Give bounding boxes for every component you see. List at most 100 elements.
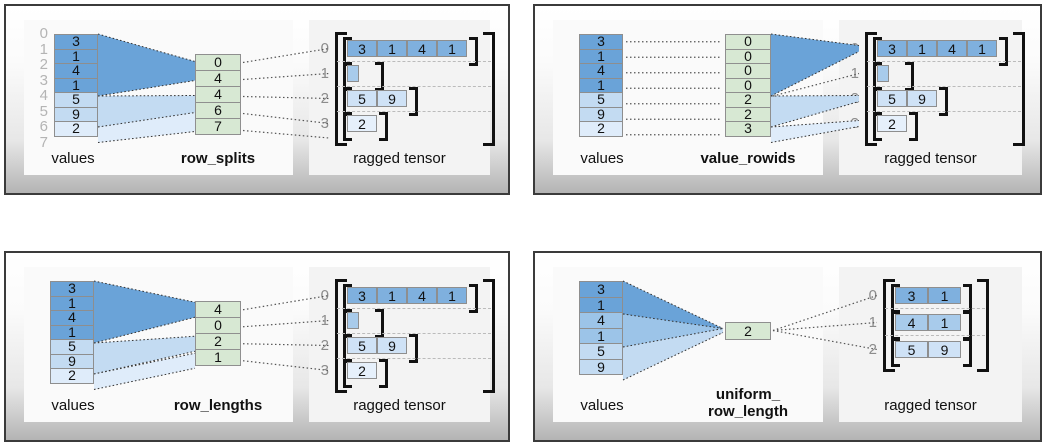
value-cell: 5 [579,343,623,360]
row-close-bracket [375,62,384,91]
row-close-bracket [379,112,388,141]
tensor-row-index: 1 [850,65,859,82]
tensor-open-bracket-value-rowids [865,32,877,146]
tensor-empty-cell [347,65,359,82]
partition-cell: 4 [195,301,241,319]
value-cell: 9 [579,358,623,375]
value-cell: 2 [579,120,623,137]
tensor-empty-cell [347,312,359,329]
value-cell: 1 [579,296,623,313]
tensor-cell: 4 [895,314,928,331]
partition-label-row-lengths: row_lengths [173,397,263,414]
row-separator [867,111,1021,112]
tensor-close-bracket-row-splits [483,32,495,146]
tensor-cell: 5 [895,341,928,358]
values-label-row-splits: values [51,150,95,167]
tensor-cell: 1 [377,287,407,304]
tensor-empty-cell [877,65,889,82]
partition-cell: 4 [195,86,241,103]
tensor-row-index: 1 [320,312,329,329]
row-separator [885,308,985,309]
row-separator [337,61,491,62]
tensor-label-row-splits: ragged tensor [353,150,446,167]
row-open-bracket [891,338,900,367]
tensor-row-index: 0 [850,40,859,57]
row-close-bracket [375,309,384,338]
tensor-cell: 9 [928,341,961,358]
value-index-label: 3 [39,71,48,89]
tensor-cell: 1 [437,287,467,304]
tensor-row-index: 2 [320,337,329,354]
value-index-label: 1 [39,40,48,58]
tensor-row-index: 2 [850,90,859,107]
tensor-cell: 1 [437,40,467,57]
row-open-bracket [873,112,882,141]
row-open-bracket [343,112,352,141]
tensor-cell: 1 [907,40,937,57]
value-cell: 2 [54,120,98,137]
tensor-cell: 4 [937,40,967,57]
tensor-row-index: 3 [850,115,859,132]
row-separator [337,111,491,112]
value-index-label: 4 [39,87,48,104]
tensor-cell: 3 [877,40,907,57]
partition-column-uniform-row-length: 2 [725,321,771,340]
tensor-cell: 1 [377,40,407,57]
row-open-bracket [343,359,352,388]
value-cell: 1 [54,77,98,93]
partition-label-value-rowids: value_rowids [700,150,796,167]
partition-label-row-splits: row_splits [180,150,256,167]
tensor-cell: 9 [377,90,407,107]
tensor-row-index: 3 [320,115,329,132]
tensor-cell: 5 [877,90,907,107]
row-close-bracket [469,284,478,313]
tensor-row-index: 0 [320,40,329,57]
values-label-value-rowids: values [580,150,624,167]
partition-label-uniform-row-length: uniform_ row_length [707,386,788,420]
tensor-cell: 3 [347,287,377,304]
row-close-bracket [409,87,418,116]
row-close-bracket [469,37,478,66]
row-close-bracket [905,62,914,91]
partition-cell: 7 [195,118,241,135]
tensor-cell: 1 [928,287,961,304]
partition-cell: 1 [195,349,241,367]
tensor-cell: 2 [347,115,377,132]
tensor-row-index: 2 [320,90,329,107]
value-index-label: 5 [39,102,48,120]
tensor-row-index: 0 [320,287,329,304]
tensor-cell: 5 [347,337,377,354]
tensor-label-value-rowids: ragged tensor [884,150,977,167]
value-cell: 4 [579,312,623,329]
row-close-bracket [379,359,388,388]
tensor-close-bracket-value-rowids [1013,32,1025,146]
row-separator [337,333,491,334]
partition-cell: 0 [195,317,241,335]
tensor-cell: 4 [407,40,437,57]
row-separator [867,86,1021,87]
values-label-row-lengths: values [51,397,95,414]
tensor-cell: 1 [967,40,997,57]
tensor-cell: 1 [928,314,961,331]
tensor-row-index: 3 [320,362,329,379]
tensor-open-bracket-row-lengths [335,279,347,393]
partition-cell: 0 [725,48,771,64]
partition-cell: 3 [725,120,771,137]
tensor-cell: 9 [377,337,407,354]
tensor-label-uniform-row-length: ragged tensor [884,397,977,414]
tensor-cell: 2 [877,115,907,132]
value-cell: 3 [579,281,623,298]
partition-cell: 0 [195,54,241,71]
tensor-row-index: 1 [868,314,877,331]
tensor-open-bracket-row-splits [335,32,347,146]
value-cell: 5 [50,338,94,355]
